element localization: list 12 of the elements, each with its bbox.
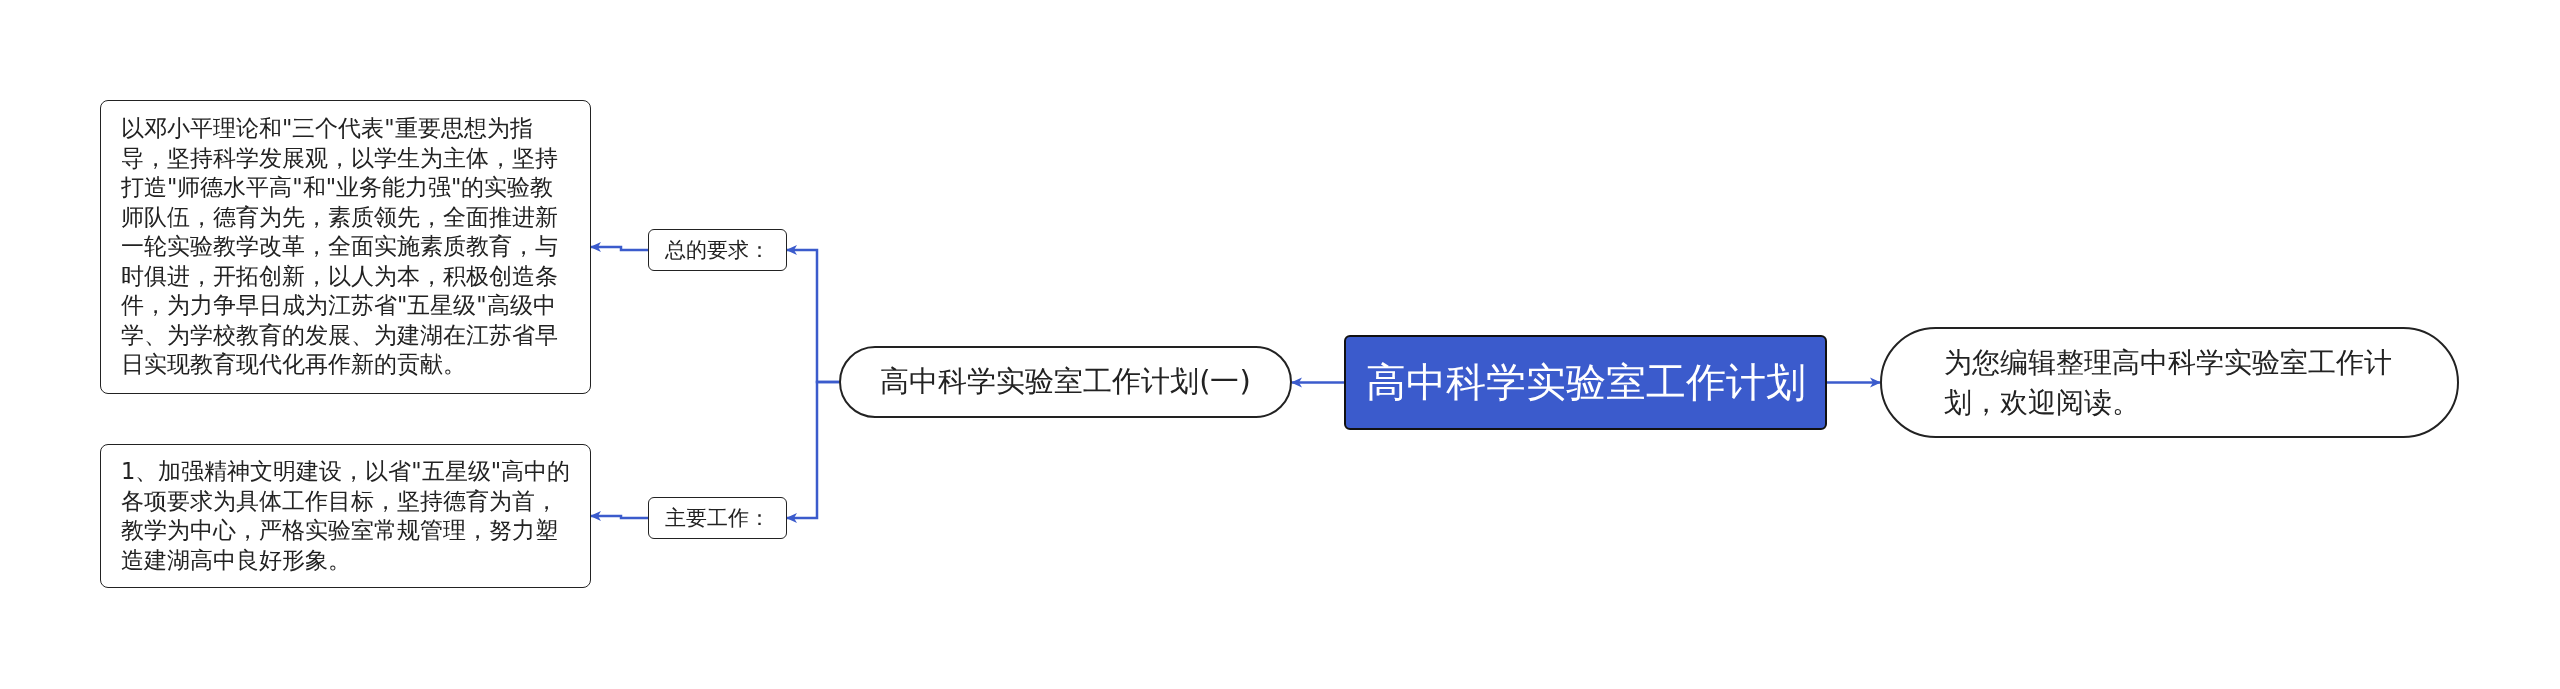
arrow (786, 380, 839, 523)
topic-pill: 高中科学实验室工作计划(一) (839, 346, 1292, 418)
arrow (1291, 377, 1344, 388)
arrow (590, 242, 648, 252)
note-pill: 为您编辑整理高中科学实验室工作计划，欢迎阅读。 (1880, 327, 2459, 438)
central-topic-box: 高中科学实验室工作计划 (1344, 335, 1827, 430)
label-box: 总的要求： (648, 229, 787, 271)
arrow (1827, 377, 1881, 388)
text-box: 1、加强精神文明建设，以省"五星级"高中的各项要求为具体工作目标，坚持德育为首，教学为中心，严格实验室常规管理，努力塑造建湖高中良好形象。 (100, 444, 591, 588)
text-box: 以邓小平理论和"三个代表"重要思想为指导，坚持科学发展观，以学生为主体，坚持打造"师德水平高"和"业务能力强"的实验教师队伍，德育为先，素质领先，全面推进新一轮实验教学改革，全面实施素质教育，与时俱进，开拓创新，以人为本，积极创造条件，为力争早日成为江苏省"五星级"高级中学、为学校教育的发展、为建湖在江苏省早日实现教育现代化再作新的贡献。 (100, 100, 591, 394)
label-box: 主要工作： (648, 497, 787, 539)
arrow (590, 511, 648, 521)
